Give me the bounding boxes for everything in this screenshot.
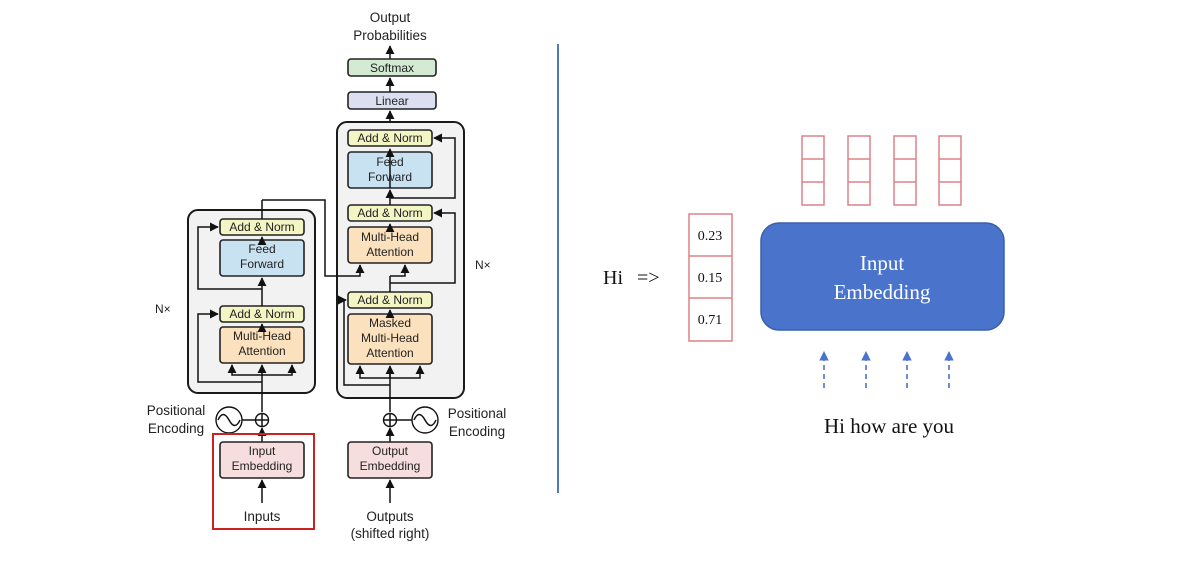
encoder-nx-label: N× bbox=[155, 302, 171, 316]
decoder-masked-line1: Masked bbox=[369, 316, 411, 330]
input-embedding-box-line2: Embedding bbox=[834, 280, 931, 304]
vector-value-2: 0.71 bbox=[698, 313, 723, 328]
encoder-self-attention-line1: Multi-Head bbox=[233, 329, 291, 343]
output-vector-2 bbox=[847, 135, 871, 206]
encoder-positional-line2: Encoding bbox=[148, 421, 204, 436]
output-vector-1 bbox=[801, 135, 825, 206]
input-embedding-block bbox=[219, 441, 305, 479]
encoder-add-norm-2-label: Add & Norm bbox=[229, 220, 294, 234]
decoder-masked-line3: Attention bbox=[366, 346, 413, 360]
input-embedding-box-line1: Input bbox=[860, 251, 904, 275]
decoder-cross-attention-line1: Multi-Head bbox=[361, 230, 419, 244]
encoder-feed-forward-line1: Feed bbox=[248, 242, 275, 256]
input-embedding-line1: Input bbox=[249, 444, 276, 458]
encoder-positional-line1: Positional bbox=[147, 403, 206, 418]
linear-block bbox=[347, 91, 437, 110]
encoder-stack bbox=[187, 209, 316, 394]
inputs-label: Inputs bbox=[244, 509, 281, 524]
output-probabilities-title-line1: Output bbox=[370, 10, 411, 25]
input-embedding-box bbox=[760, 222, 1005, 331]
output-embedding-block bbox=[347, 441, 433, 479]
input-embedding-highlight bbox=[212, 433, 315, 530]
output-vector-4 bbox=[938, 135, 962, 206]
transformer-diagram: Output Probabilities Softmax Linear N× A… bbox=[147, 10, 507, 541]
embedding-vector bbox=[688, 213, 733, 342]
output-vector-3 bbox=[893, 135, 917, 206]
outputs-label-line1: Outputs bbox=[366, 509, 414, 524]
decoder-cross-attention-line2: Attention bbox=[366, 245, 413, 259]
input-embedding-line2: Embedding bbox=[232, 459, 293, 473]
dashed-input-arrows bbox=[819, 351, 954, 388]
decoder-add-norm-2-label: Add & Norm bbox=[357, 206, 422, 220]
vector-value-0: 0.23 bbox=[698, 229, 723, 244]
output-probabilities-title-line2: Probabilities bbox=[353, 28, 427, 43]
encoder-add-norm-1-label: Add & Norm bbox=[229, 307, 294, 321]
decoder-nx-label: N× bbox=[475, 258, 491, 272]
decoder-positional-line2: Encoding bbox=[449, 424, 505, 439]
decoder-positional-line1: Positional bbox=[448, 406, 507, 421]
decoder-add-norm-3 bbox=[347, 129, 433, 147]
output-embedding-line2: Embedding bbox=[360, 459, 421, 473]
decoder-add-norm-3-label: Add & Norm bbox=[357, 131, 422, 145]
vector-value-1: 0.15 bbox=[698, 271, 723, 286]
output-embedding-line1: Output bbox=[372, 444, 409, 458]
encoder-feed-forward-line2: Forward bbox=[240, 257, 284, 271]
embedding-example: Hi => 0.23 0.15 0.71 bbox=[603, 135, 1005, 438]
input-sentence: Hi how are you bbox=[824, 414, 955, 438]
softmax-label: Softmax bbox=[370, 61, 414, 75]
maps-to-arrow: => bbox=[637, 267, 660, 289]
linear-label: Linear bbox=[375, 94, 408, 108]
encoder-self-attention-line2: Attention bbox=[238, 344, 285, 358]
outputs-label-line2: (shifted right) bbox=[351, 526, 430, 541]
output-vectors bbox=[801, 135, 962, 206]
token-label: Hi bbox=[603, 267, 623, 289]
decoder-masked-line2: Multi-Head bbox=[361, 331, 419, 345]
softmax-block bbox=[347, 58, 437, 77]
decoder-add-norm-1-label: Add & Norm bbox=[357, 293, 422, 307]
